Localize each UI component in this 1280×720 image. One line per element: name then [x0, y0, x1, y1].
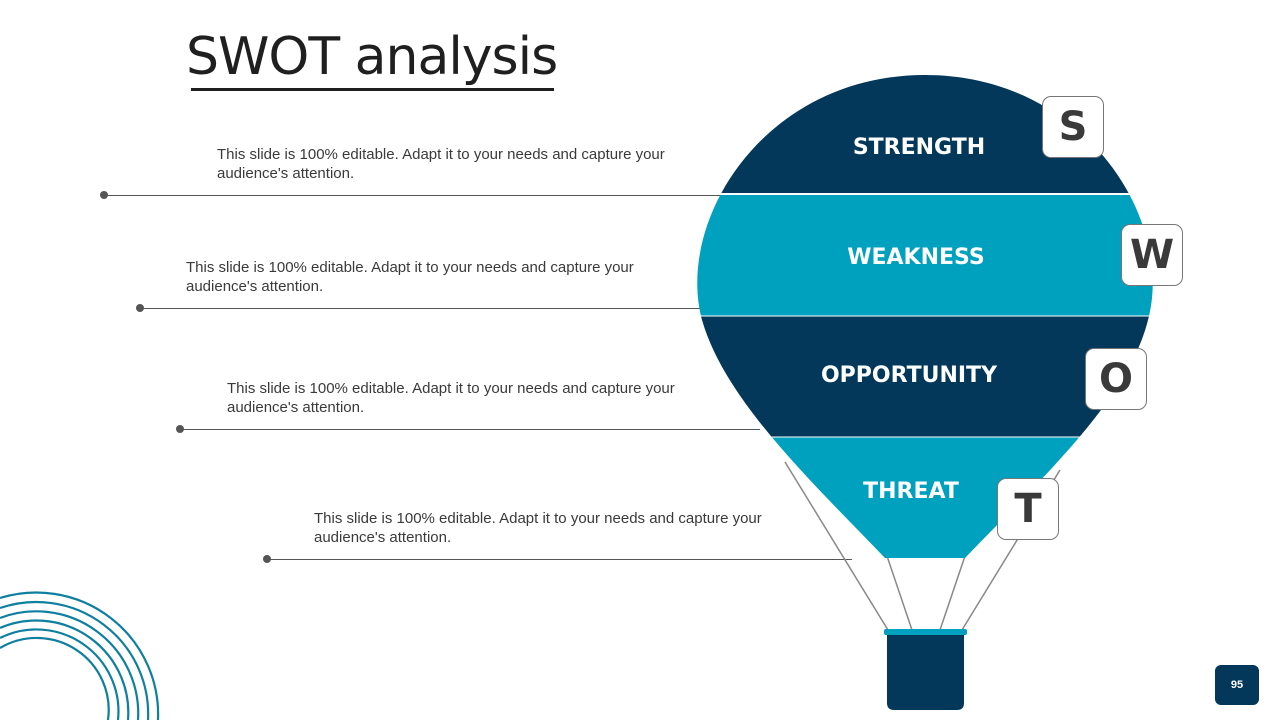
strength-label: STRENGTH — [853, 135, 985, 160]
weakness-band — [697, 194, 1153, 316]
title-underline — [191, 88, 554, 91]
threat-label: THREAT — [863, 479, 959, 504]
opportunity-label: OPPORTUNITY — [821, 363, 998, 388]
threat-description: This slide is 100% editable. Adapt it to… — [314, 510, 762, 546]
weakness-letter-box: W — [1121, 224, 1183, 286]
opportunity-band — [697, 316, 1153, 437]
threat-letter-box: T — [997, 478, 1059, 540]
balloon-ropes — [784, 461, 1061, 631]
opportunity-description: This slide is 100% editable. Adapt it to… — [227, 380, 675, 416]
threat-leader-line — [267, 559, 852, 560]
weakness-leader-line — [140, 308, 706, 309]
decorative-arcs — [0, 591, 160, 720]
strength-leader-dot — [100, 191, 108, 199]
basket — [887, 635, 964, 710]
weakness-description: This slide is 100% editable. Adapt it to… — [186, 259, 634, 295]
page-title: SWOT analysis — [186, 27, 558, 87]
weakness-label: WEAKNESS — [847, 245, 985, 270]
opportunity-leader-line — [180, 429, 760, 430]
strength-letter-box: S — [1042, 96, 1104, 158]
opportunity-leader-dot — [176, 425, 184, 433]
strength-leader-line — [104, 195, 734, 196]
weakness-leader-dot — [136, 304, 144, 312]
opportunity-letter-box: O — [1085, 348, 1147, 410]
basket-rim — [884, 629, 967, 635]
threat-leader-dot — [263, 555, 271, 563]
page-number-badge: 95 — [1215, 665, 1259, 705]
strength-description: This slide is 100% editable. Adapt it to… — [217, 146, 665, 182]
